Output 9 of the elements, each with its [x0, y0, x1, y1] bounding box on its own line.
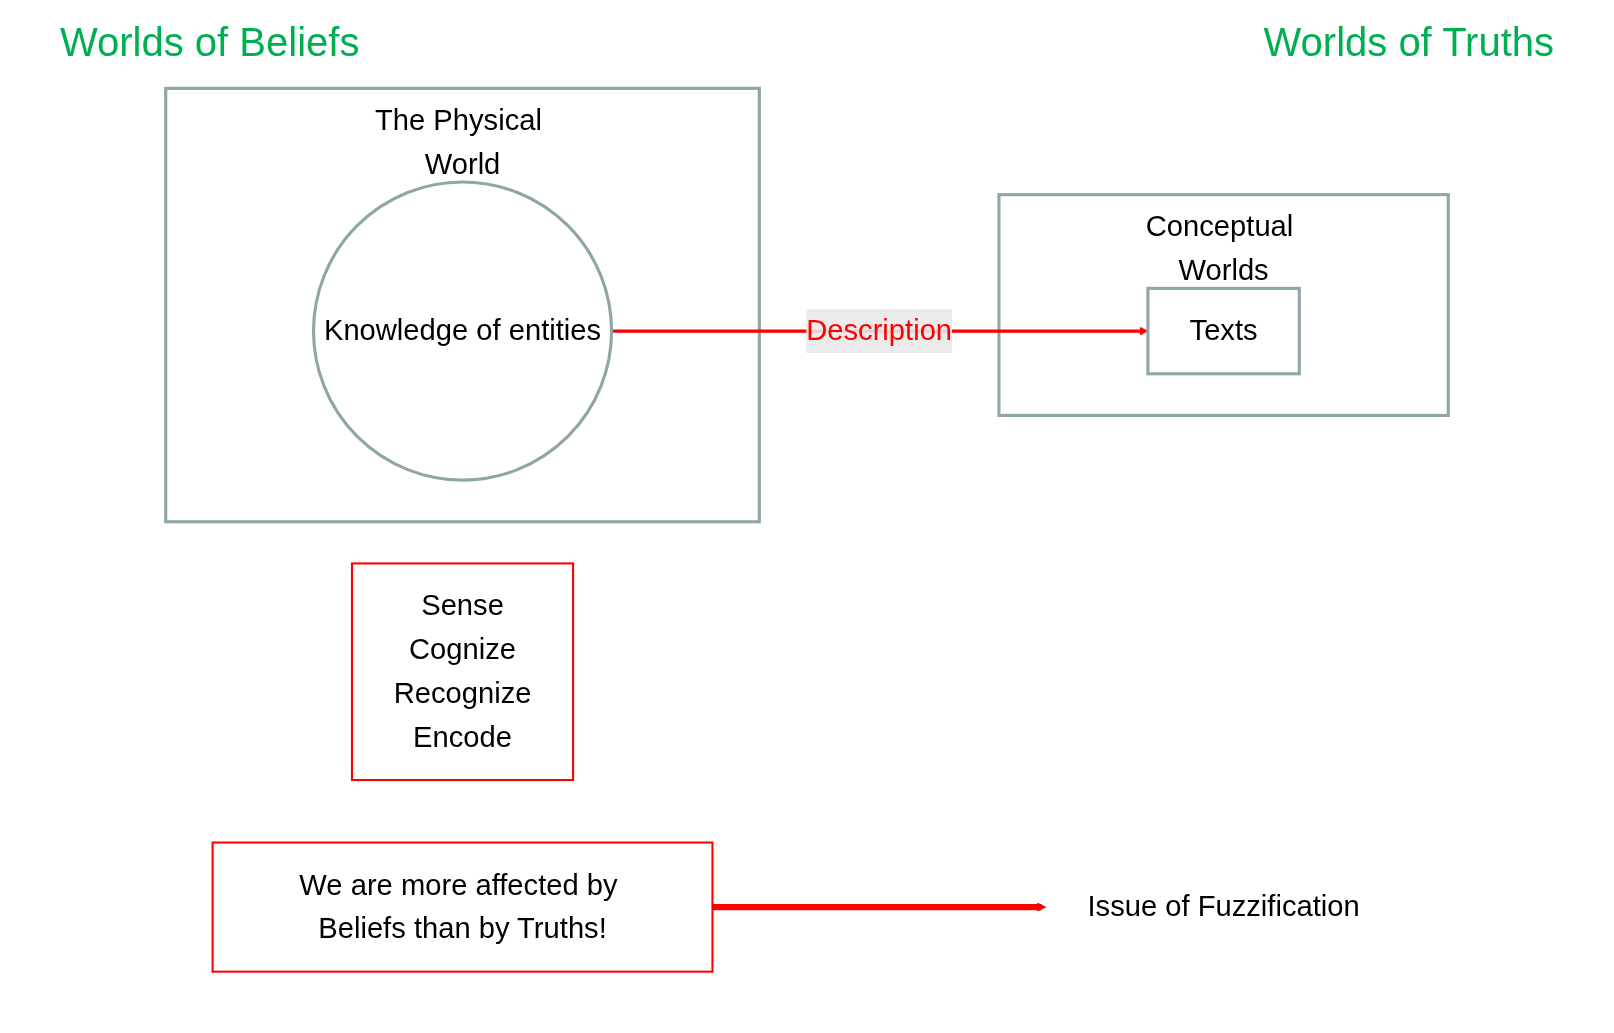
arrow [712, 902, 1047, 912]
edge-label: Description [806, 314, 953, 347]
heading-label: Worlds of Truths [1263, 20, 1554, 65]
node-text: Issue of Fuzzification [1087, 890, 1360, 923]
node-box: We are more affected by Beliefs than by Truths! [211, 841, 714, 973]
node-box: Sense Cognize Recognize Encode [350, 562, 575, 782]
node-box: Texts [1146, 286, 1301, 376]
node-circle: Knowledge of entities [311, 180, 614, 482]
heading-label: Worlds of Beliefs [60, 20, 360, 65]
